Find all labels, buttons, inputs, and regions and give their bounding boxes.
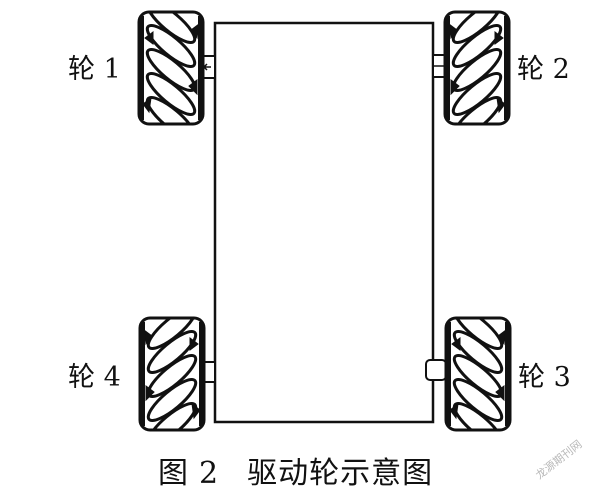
- mecanum-wheel-2: [445, 0, 509, 144]
- caption-figure-number: 2: [199, 456, 220, 491]
- caption-title: 驱动轮示意图: [247, 456, 434, 491]
- axle-wheel-2: [432, 54, 446, 78]
- mecanum-wheel-3: [446, 302, 510, 450]
- wheel-2-label: 轮 2: [517, 54, 570, 85]
- chassis-body: [213, 21, 435, 424]
- wheel-3-label: 轮 3: [518, 362, 571, 393]
- caption-figure-word: 图: [158, 456, 189, 491]
- mecanum-wheel-1: [139, 0, 203, 144]
- wheel-1-label: 轮 1: [68, 54, 121, 85]
- mecanum-wheel-4: [140, 302, 204, 450]
- wheel-4-label: 轮 4: [68, 362, 121, 393]
- axle-wheel-3: [425, 359, 447, 381]
